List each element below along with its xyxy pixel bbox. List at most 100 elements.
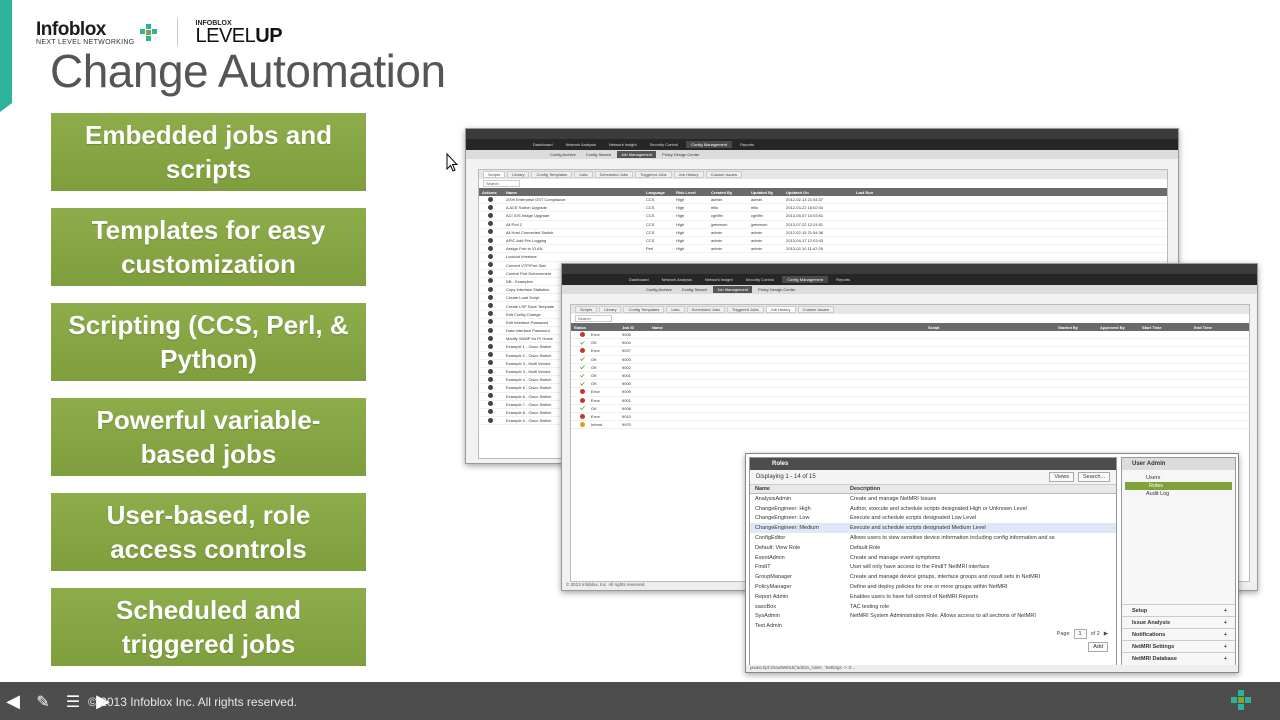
back-arrow-icon[interactable]: ◀ [6, 690, 20, 712]
action-icon[interactable] [479, 327, 503, 334]
action-icon[interactable] [479, 409, 503, 415]
side-item-users[interactable]: Users [1146, 475, 1161, 481]
action-icon[interactable] [479, 401, 503, 407]
roles-col-description[interactable]: Description [850, 486, 881, 492]
tab-lists[interactable]: Lists [666, 306, 685, 313]
col-header[interactable]: Actions [482, 189, 497, 195]
action-icon[interactable] [479, 393, 503, 399]
tab-library[interactable]: Library [507, 171, 530, 178]
action-icon[interactable] [479, 262, 503, 268]
col-header[interactable]: Started By [1058, 324, 1079, 330]
action-icon[interactable] [479, 335, 503, 342]
col-header[interactable]: Job ID [622, 324, 635, 330]
action-icon[interactable] [479, 237, 503, 244]
action-icon[interactable] [479, 212, 503, 219]
subnav-config-search[interactable]: Config Search [681, 287, 708, 292]
job-id[interactable]: 9005 [622, 332, 631, 338]
job-id[interactable]: 9009 [622, 389, 631, 395]
action-icon[interactable] [479, 229, 503, 235]
action-icon[interactable] [479, 319, 503, 325]
table-row[interactable]: Lockout Interface [479, 253, 1167, 262]
nav-dashboard[interactable]: Dashboard [629, 277, 649, 282]
action-icon[interactable] [479, 270, 503, 276]
col-header[interactable]: Updated By [751, 189, 774, 195]
action-icon[interactable] [479, 368, 503, 375]
col-header[interactable]: End Time [1194, 324, 1212, 330]
job-history-search[interactable]: Search [575, 315, 612, 322]
side-section-setup[interactable]: Setup+ [1122, 604, 1235, 616]
nav-reports[interactable]: Reports [836, 277, 851, 282]
action-icon[interactable] [479, 376, 503, 383]
job-id[interactable]: 9000 [622, 381, 631, 387]
action-icon[interactable] [479, 253, 503, 260]
side-section-issue-analysis[interactable]: Issue Analysis+ [1122, 616, 1235, 628]
roles-col-name[interactable]: Name [755, 486, 770, 492]
col-header[interactable]: Updated On [786, 189, 809, 195]
nav-network-analysis[interactable]: Network Analysis [661, 277, 693, 282]
tab-triggered-jobs[interactable]: Triggered Jobs [727, 306, 764, 313]
nav-reports[interactable]: Reports [740, 142, 755, 147]
col-header[interactable]: Name [652, 324, 663, 330]
views-button[interactable]: Views [1049, 472, 1074, 482]
col-header[interactable]: Created By [711, 189, 733, 195]
tab-scheduled-jobs[interactable]: Scheduled Jobs [686, 306, 726, 313]
tab-scheduled-jobs[interactable]: Scheduled Jobs [594, 171, 634, 178]
col-header[interactable]: Approved By [1100, 324, 1125, 330]
job-id[interactable]: 9003 [622, 356, 631, 362]
tab-custom-issues[interactable]: Custom Issues [797, 306, 835, 313]
job-id[interactable]: 9010 [622, 413, 631, 419]
action-icon[interactable] [479, 294, 503, 301]
subnav-config-archive[interactable]: Config Archive [550, 152, 576, 157]
job-id[interactable]: 9001 [622, 373, 631, 379]
tab-scripts[interactable]: Scripts [483, 171, 506, 178]
tab-library[interactable]: Library [599, 306, 622, 313]
subnav-job-management[interactable]: Job Management [713, 286, 753, 293]
scripts-search[interactable]: Search [483, 180, 520, 187]
job-id[interactable]: 9008 [622, 405, 631, 411]
action-icon[interactable] [479, 196, 503, 203]
tab-scripts[interactable]: Scripts [575, 306, 598, 313]
action-icon[interactable] [479, 384, 503, 391]
action-icon[interactable] [479, 303, 503, 309]
tab-config-templates[interactable]: Config Templates [531, 171, 573, 178]
tab-job-history[interactable]: Job History [765, 306, 796, 313]
role-row[interactable]: Test Admin [750, 621, 1116, 631]
action-icon[interactable] [479, 360, 503, 366]
tab-config-templates[interactable]: Config Templates [623, 306, 665, 313]
col-header[interactable]: Script [928, 324, 940, 330]
subnav-job-management[interactable]: Job Management [617, 151, 657, 158]
action-icon[interactable] [479, 278, 503, 284]
pen-icon[interactable]: ✎ [36, 691, 50, 711]
col-header[interactable]: Last Run [856, 189, 874, 195]
tab-custom-issues[interactable]: Custom Issues [705, 171, 743, 178]
action-icon[interactable] [479, 221, 503, 227]
nav-dashboard[interactable]: Dashboard [533, 142, 553, 147]
col-header[interactable]: Start Time [1142, 324, 1162, 330]
job-id[interactable]: 9002 [622, 364, 631, 370]
